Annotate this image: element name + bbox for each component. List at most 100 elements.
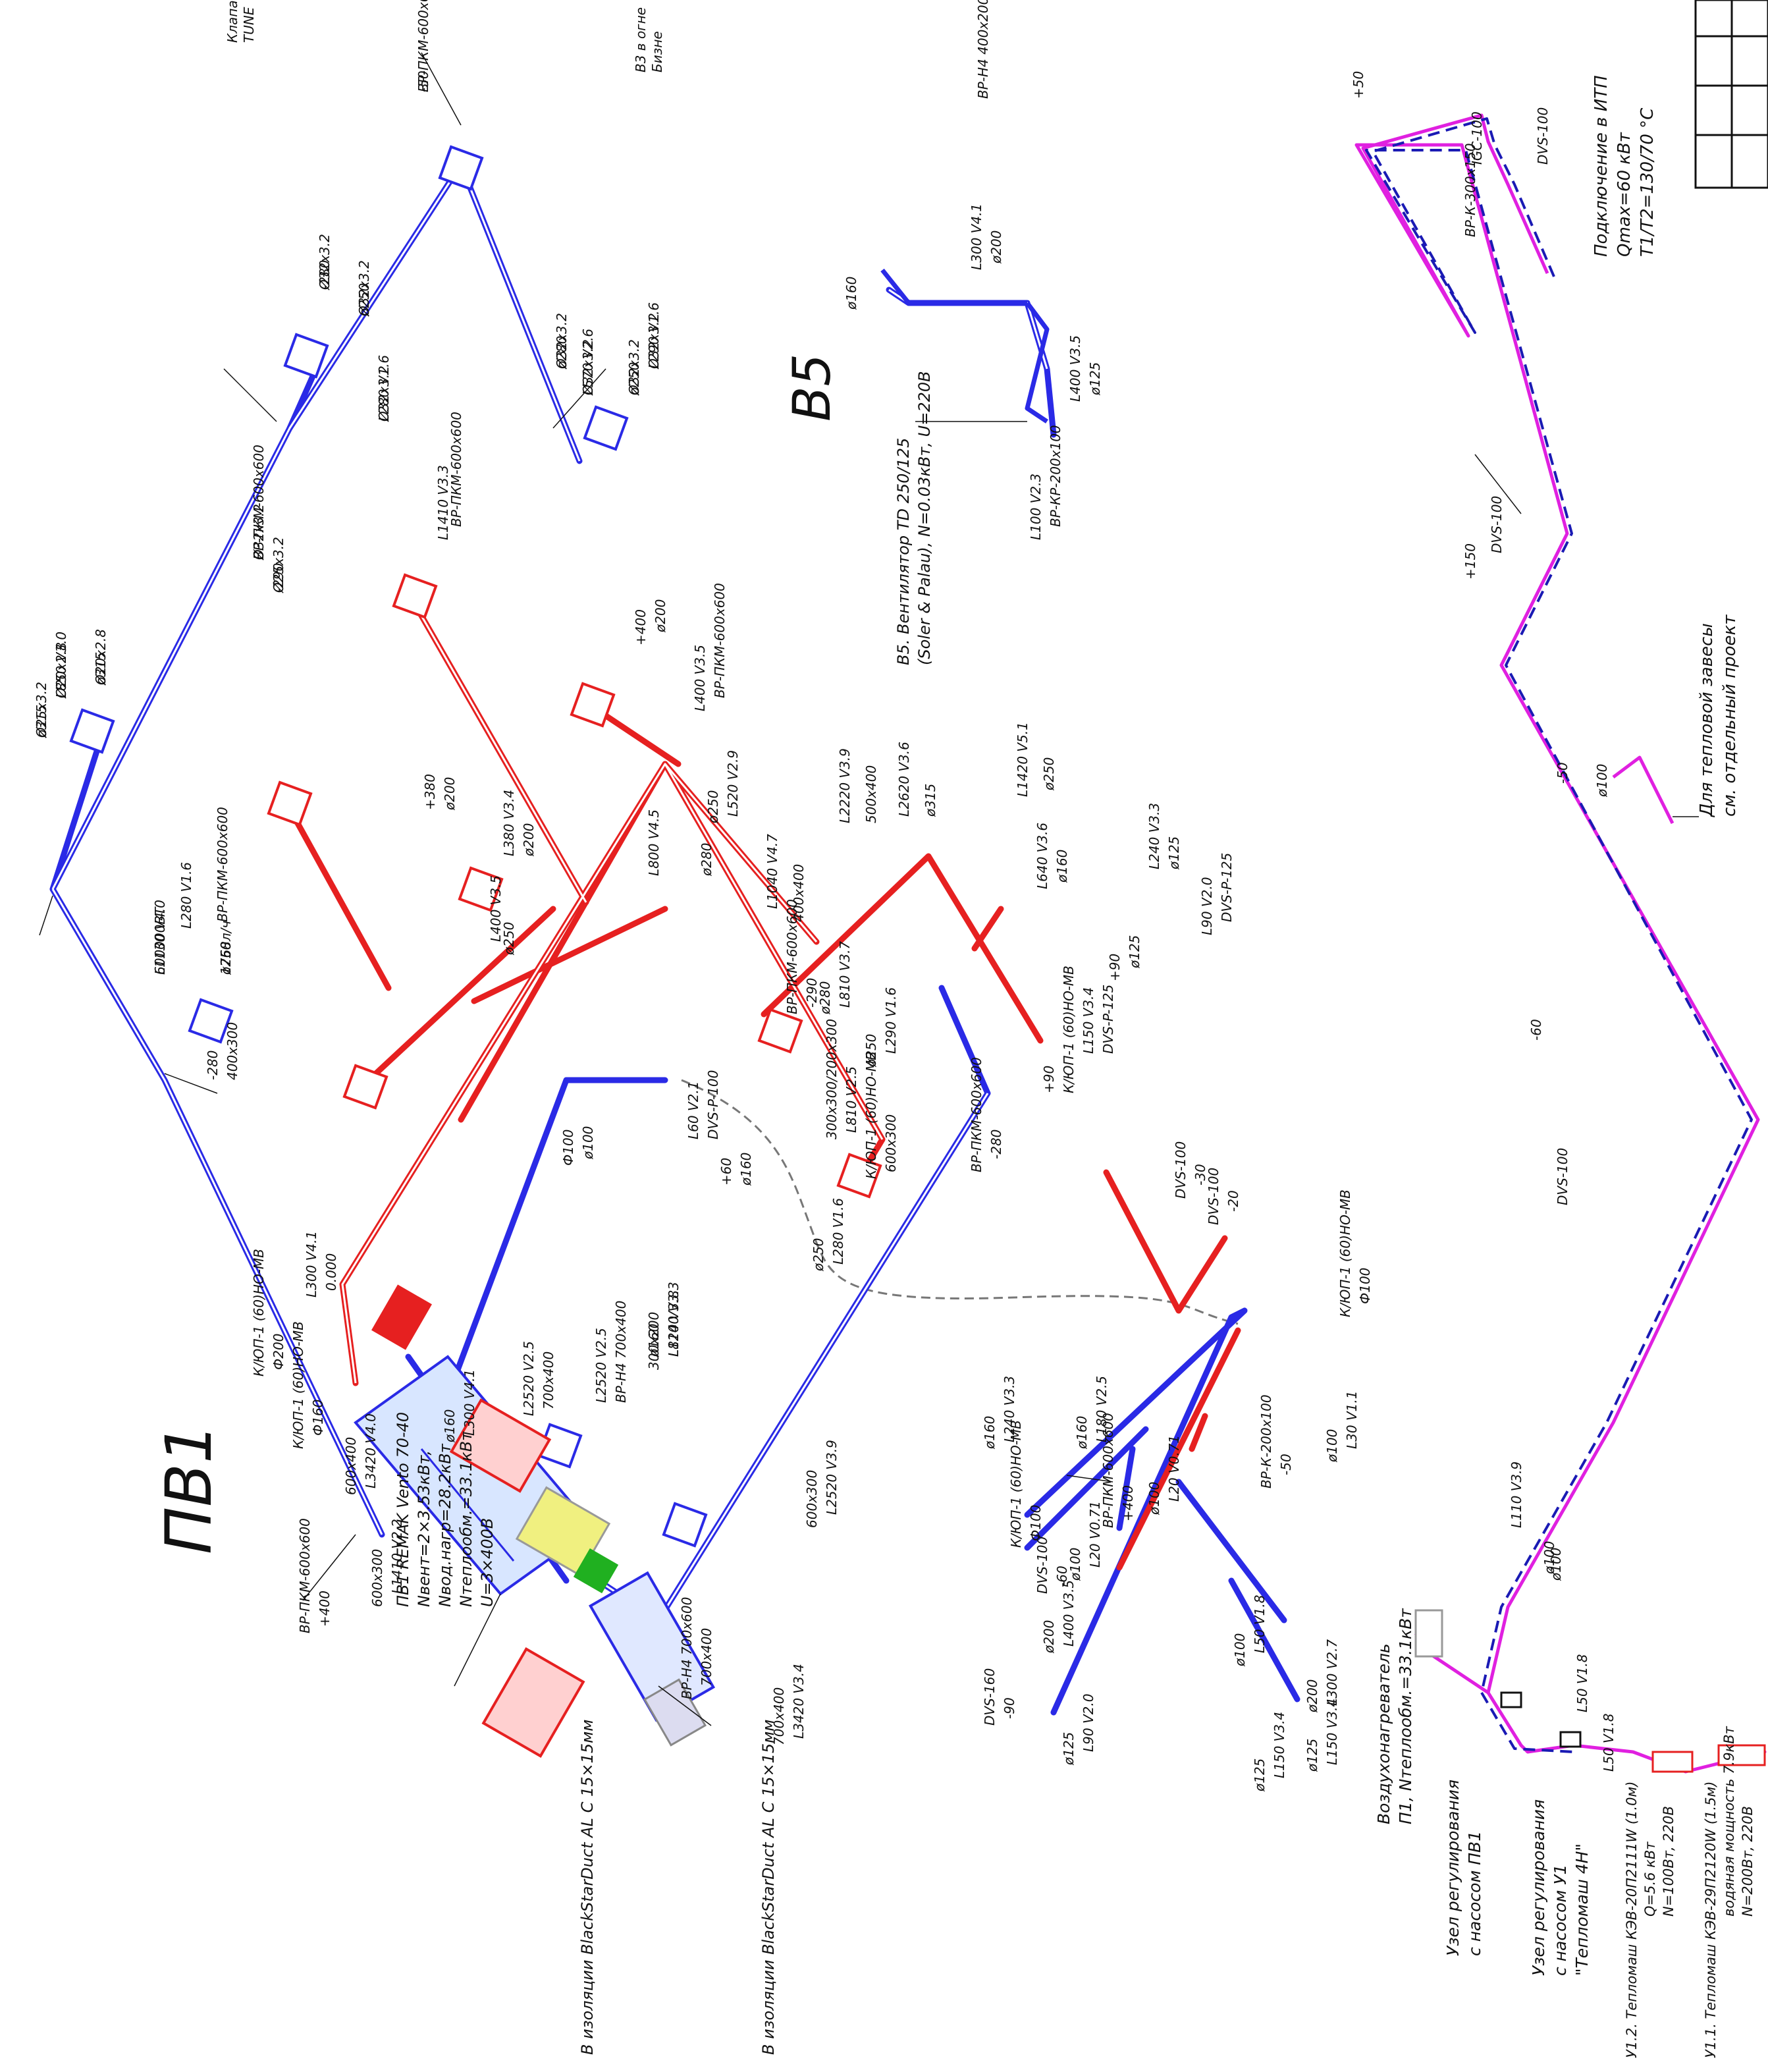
duct-label: L810 V2.5	[844, 1066, 859, 1133]
duct-label: ø200	[521, 823, 537, 857]
duct-label: ø160	[442, 1409, 458, 1443]
node-u1-note: с насосом У1	[1551, 1865, 1570, 1976]
equipment-notes: ПВ1 REMAK Vento 70-40 Nвент=2×3.53кВт, N…	[225, 0, 1755, 2058]
grille-terminal	[438, 145, 484, 191]
grille-terminal	[662, 1502, 708, 1548]
duct-label: IGC-100	[1469, 111, 1485, 165]
duct-label: ø100	[1146, 1482, 1162, 1515]
duct-label: Ø32х3.2	[580, 339, 596, 396]
duct-label: +400	[1120, 1485, 1136, 1521]
duct-label: ø160	[646, 1324, 662, 1357]
duct-label: ø315	[923, 784, 938, 817]
grille-terminal	[392, 573, 438, 619]
duct-label: 600х300	[369, 1549, 385, 1607]
duct-label: L280 V1.6	[178, 862, 194, 929]
duct-label: Ф160	[310, 1400, 326, 1436]
air-terminals-exhaust	[267, 573, 882, 1199]
duct-label: ø125	[1304, 1739, 1320, 1772]
duct-label: L90 V2.0	[1081, 1694, 1096, 1752]
exhaust-air-ductwork-inner	[341, 592, 884, 1384]
duct-label: Ø32х3.2	[646, 313, 662, 369]
duct-label: Ø25х3.2	[271, 537, 286, 593]
duct-label: ВР-Н4 700х600	[679, 1597, 695, 1699]
duct-label: +380	[422, 774, 438, 810]
duct-label: -290	[804, 978, 820, 1008]
cut-note: В3 в огне	[633, 7, 649, 72]
duct-label: К/ЮП-1 (60)НО-МВ	[290, 1321, 306, 1449]
duct-label: ø100	[1594, 764, 1610, 798]
duct-label: ВР-К-200х100	[1258, 1394, 1274, 1488]
duct-label: 600000ВТ	[152, 906, 168, 975]
duct-label: ø200	[1304, 1679, 1320, 1713]
duct-label: L60 V2.1	[685, 1081, 701, 1139]
air-handling-unit	[354, 1284, 716, 1758]
cut-note: Бизне	[649, 31, 665, 72]
duct-label: ø125	[1127, 935, 1142, 969]
grille-terminal	[836, 1153, 882, 1199]
duct-label: ø250	[501, 922, 517, 956]
duct-label: ВР-ПКМ-600х600	[297, 1518, 313, 1633]
title-block-fragment	[1694, 0, 1768, 189]
node-pv1-note: с насосом ПВ1	[1465, 1831, 1484, 1956]
duct-label: L300 V2.7	[1324, 1639, 1340, 1706]
duct-label: ø160	[844, 277, 859, 310]
heater-unit	[1414, 1609, 1443, 1658]
duct-label: Ф100	[1028, 1505, 1044, 1541]
fan-v5-note: В5. Вентилятор TD 250/125	[894, 438, 913, 665]
itp-note: Подключение в ИТП	[1592, 75, 1611, 257]
duct-label: ø160	[1054, 850, 1070, 883]
duct-label: DVS-P-125	[1219, 853, 1235, 922]
duct-label: L520 V2.9	[725, 750, 741, 817]
duct-label: -50	[1555, 762, 1570, 784]
duct-label: L400 V3.5	[692, 645, 708, 711]
duct-label: ø315	[34, 705, 49, 738]
duct-label: ø200	[988, 231, 1004, 264]
grille-terminal	[583, 405, 629, 451]
duct-label: L2520 V2.5	[521, 1341, 537, 1416]
duct-label: L2520 V2.5	[593, 1328, 609, 1403]
duct-label: К/ЮП-1 (60)НО-МВ	[863, 1051, 879, 1179]
duct-label: L150 V3.4	[1324, 1699, 1340, 1765]
duct-label: +400	[317, 1591, 333, 1627]
fan-coil-u12	[1651, 1751, 1694, 1773]
duct-label: Ø20х2.8	[93, 629, 109, 686]
dashed-connection-line	[681, 1079, 1239, 1325]
u12-note: N=100Вт, 220В	[1661, 1806, 1676, 1917]
node-pv1-note: Узел регулирования	[1443, 1780, 1462, 1956]
duct-label: ø200	[653, 599, 668, 633]
air-terminals-supply	[69, 145, 708, 1548]
duct-label: 300х200	[646, 1312, 662, 1370]
duct-label: -280	[205, 1050, 221, 1080]
grille-terminal	[757, 1008, 803, 1054]
duct-label: L400 V3.5	[488, 875, 504, 942]
duct-label: Ф100	[1357, 1268, 1373, 1304]
duct-label: 1768л/ч	[218, 921, 234, 975]
duct-label: 400х400	[791, 864, 807, 922]
duct-label: 500х400	[863, 765, 879, 823]
duct-label: ø160	[982, 1416, 998, 1450]
duct-label: ø100	[1324, 1429, 1340, 1463]
duct-label: 600х400	[343, 1437, 359, 1495]
duct-label: L2220 V3.9	[837, 748, 853, 823]
fan-b5-branch	[880, 268, 1050, 423]
duct-label: ø125	[1252, 1758, 1268, 1792]
u11-note: N=200Вт, 220В	[1740, 1806, 1755, 1917]
svg-text:ПВ1 REMAK Vento 70-40: ПВ1 REMAK Vento 70-40	[394, 1412, 412, 1607]
duct-label: ВР-ПКМ-600х600	[448, 412, 464, 527]
duct-label: Ø20х2.8	[53, 642, 69, 699]
duct-label: -50	[415, 70, 431, 92]
note-pv1-line: U=3×400В	[478, 1518, 496, 1607]
fan-v5-note: (Soler & Palau), N=0.03кВт, U=220В	[915, 371, 934, 665]
duct-label: L90 V2.0	[1199, 877, 1215, 935]
duct-label: DVS-100	[1206, 1168, 1221, 1225]
duct-label: ВР-ПКМ-600х600	[712, 583, 728, 698]
valve-symbol	[1500, 1691, 1522, 1708]
duct-label: 300х300/200х300	[824, 1019, 840, 1139]
system-title-pv1: ПВ1	[152, 1423, 226, 1554]
duct-label: -280	[988, 1130, 1004, 1159]
u12-note: У1.2. Тепломаш КЭВ-20П2111W (1.0м)	[1624, 1782, 1640, 2058]
duct-label: L300 V4.1	[462, 1369, 477, 1436]
duct-label: L800 V4.5	[646, 809, 662, 876]
note-pv1-line: Nвент=2×3.53кВт,	[415, 1450, 433, 1607]
